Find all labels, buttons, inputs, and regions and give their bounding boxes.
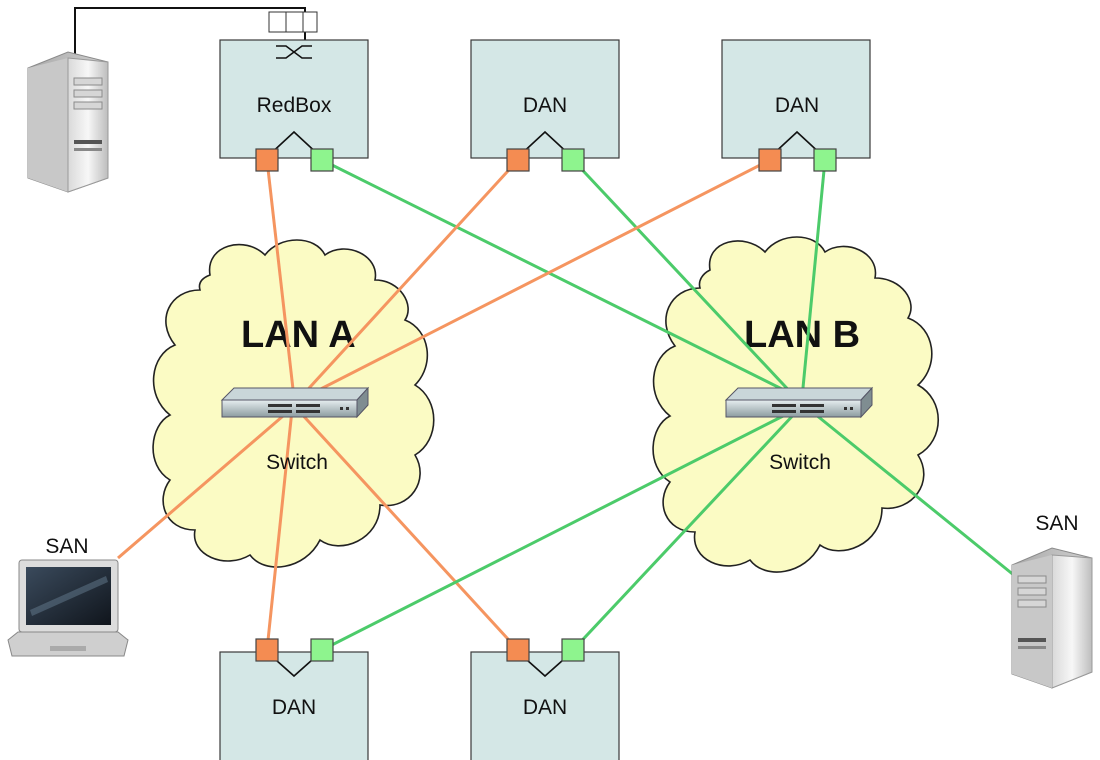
link-lan-a-laptop <box>117 408 291 560</box>
server-tower-icon <box>1011 547 1093 689</box>
redbox-label: RedBox <box>257 94 332 117</box>
dan-top-2-label: DAN <box>775 94 819 117</box>
network-switch-icon <box>220 386 370 419</box>
dan-top-2-port-a[interactable] <box>758 148 782 172</box>
link-redbox-lan-a <box>265 159 296 399</box>
link-dan-top-2-lan-a <box>302 158 771 400</box>
network-switch-icon <box>724 386 874 419</box>
dan-top-2-port-b[interactable] <box>813 148 837 172</box>
lan-a-switch-label: Switch <box>266 451 328 474</box>
link-lan-a-dan-bottom-2 <box>296 408 520 652</box>
dan-top-1-port-a[interactable] <box>506 148 530 172</box>
dan-bottom-2-label: DAN <box>523 696 567 719</box>
lan-b-title: LAN B <box>744 314 860 356</box>
dan-bottom-2-port-a[interactable] <box>506 638 530 662</box>
lan-b-switch[interactable]: Switch <box>724 386 874 474</box>
laptop-icon <box>7 559 129 657</box>
dan-node-top-1[interactable]: DAN <box>470 39 620 172</box>
san-server[interactable]: SAN <box>1011 512 1093 689</box>
redbox-interlink-icon <box>276 45 312 59</box>
redbox-port-b[interactable] <box>310 148 334 172</box>
link-lan-b-server <box>809 408 1016 578</box>
redbox-connector-icon <box>268 11 318 33</box>
dan-node-bottom-1[interactable]: DAN <box>219 638 369 760</box>
link-dan-top-1-lan-b <box>571 158 798 400</box>
dan-top-1-label: DAN <box>523 94 567 117</box>
link-dan-top-2-lan-b <box>800 159 827 399</box>
link-lan-a-dan-bottom-1 <box>265 409 294 651</box>
san-laptop[interactable]: SAN <box>7 535 129 657</box>
link-lan-b-dan-bottom-1 <box>321 408 796 652</box>
dan-top-1-port-b[interactable] <box>561 148 585 172</box>
link-lan-b-dan-bottom-2 <box>571 408 800 652</box>
lan-b-switch-label: Switch <box>769 451 831 474</box>
dan-bottom-1-port-a[interactable] <box>255 638 279 662</box>
dan-bottom-1-port-b[interactable] <box>310 638 334 662</box>
lan-a-switch[interactable]: Switch <box>220 386 370 474</box>
dan-node-top-2[interactable]: DAN <box>721 39 871 172</box>
network-links <box>117 158 1016 652</box>
redbox-node[interactable]: RedBox <box>219 11 369 172</box>
link-redbox-lan-b <box>321 158 801 400</box>
redbox-port-a[interactable] <box>255 148 279 172</box>
san-server-label: SAN <box>1035 512 1078 535</box>
dan-bottom-2-port-b[interactable] <box>561 638 585 662</box>
dan-node-bottom-2[interactable]: DAN <box>470 638 620 760</box>
san-laptop-label: SAN <box>45 535 88 558</box>
lan-a-title: LAN A <box>241 314 356 356</box>
link-dan-top-1-lan-a <box>298 158 520 400</box>
server-tower-icon <box>27 7 306 193</box>
dan-bottom-1-label: DAN <box>272 696 316 719</box>
